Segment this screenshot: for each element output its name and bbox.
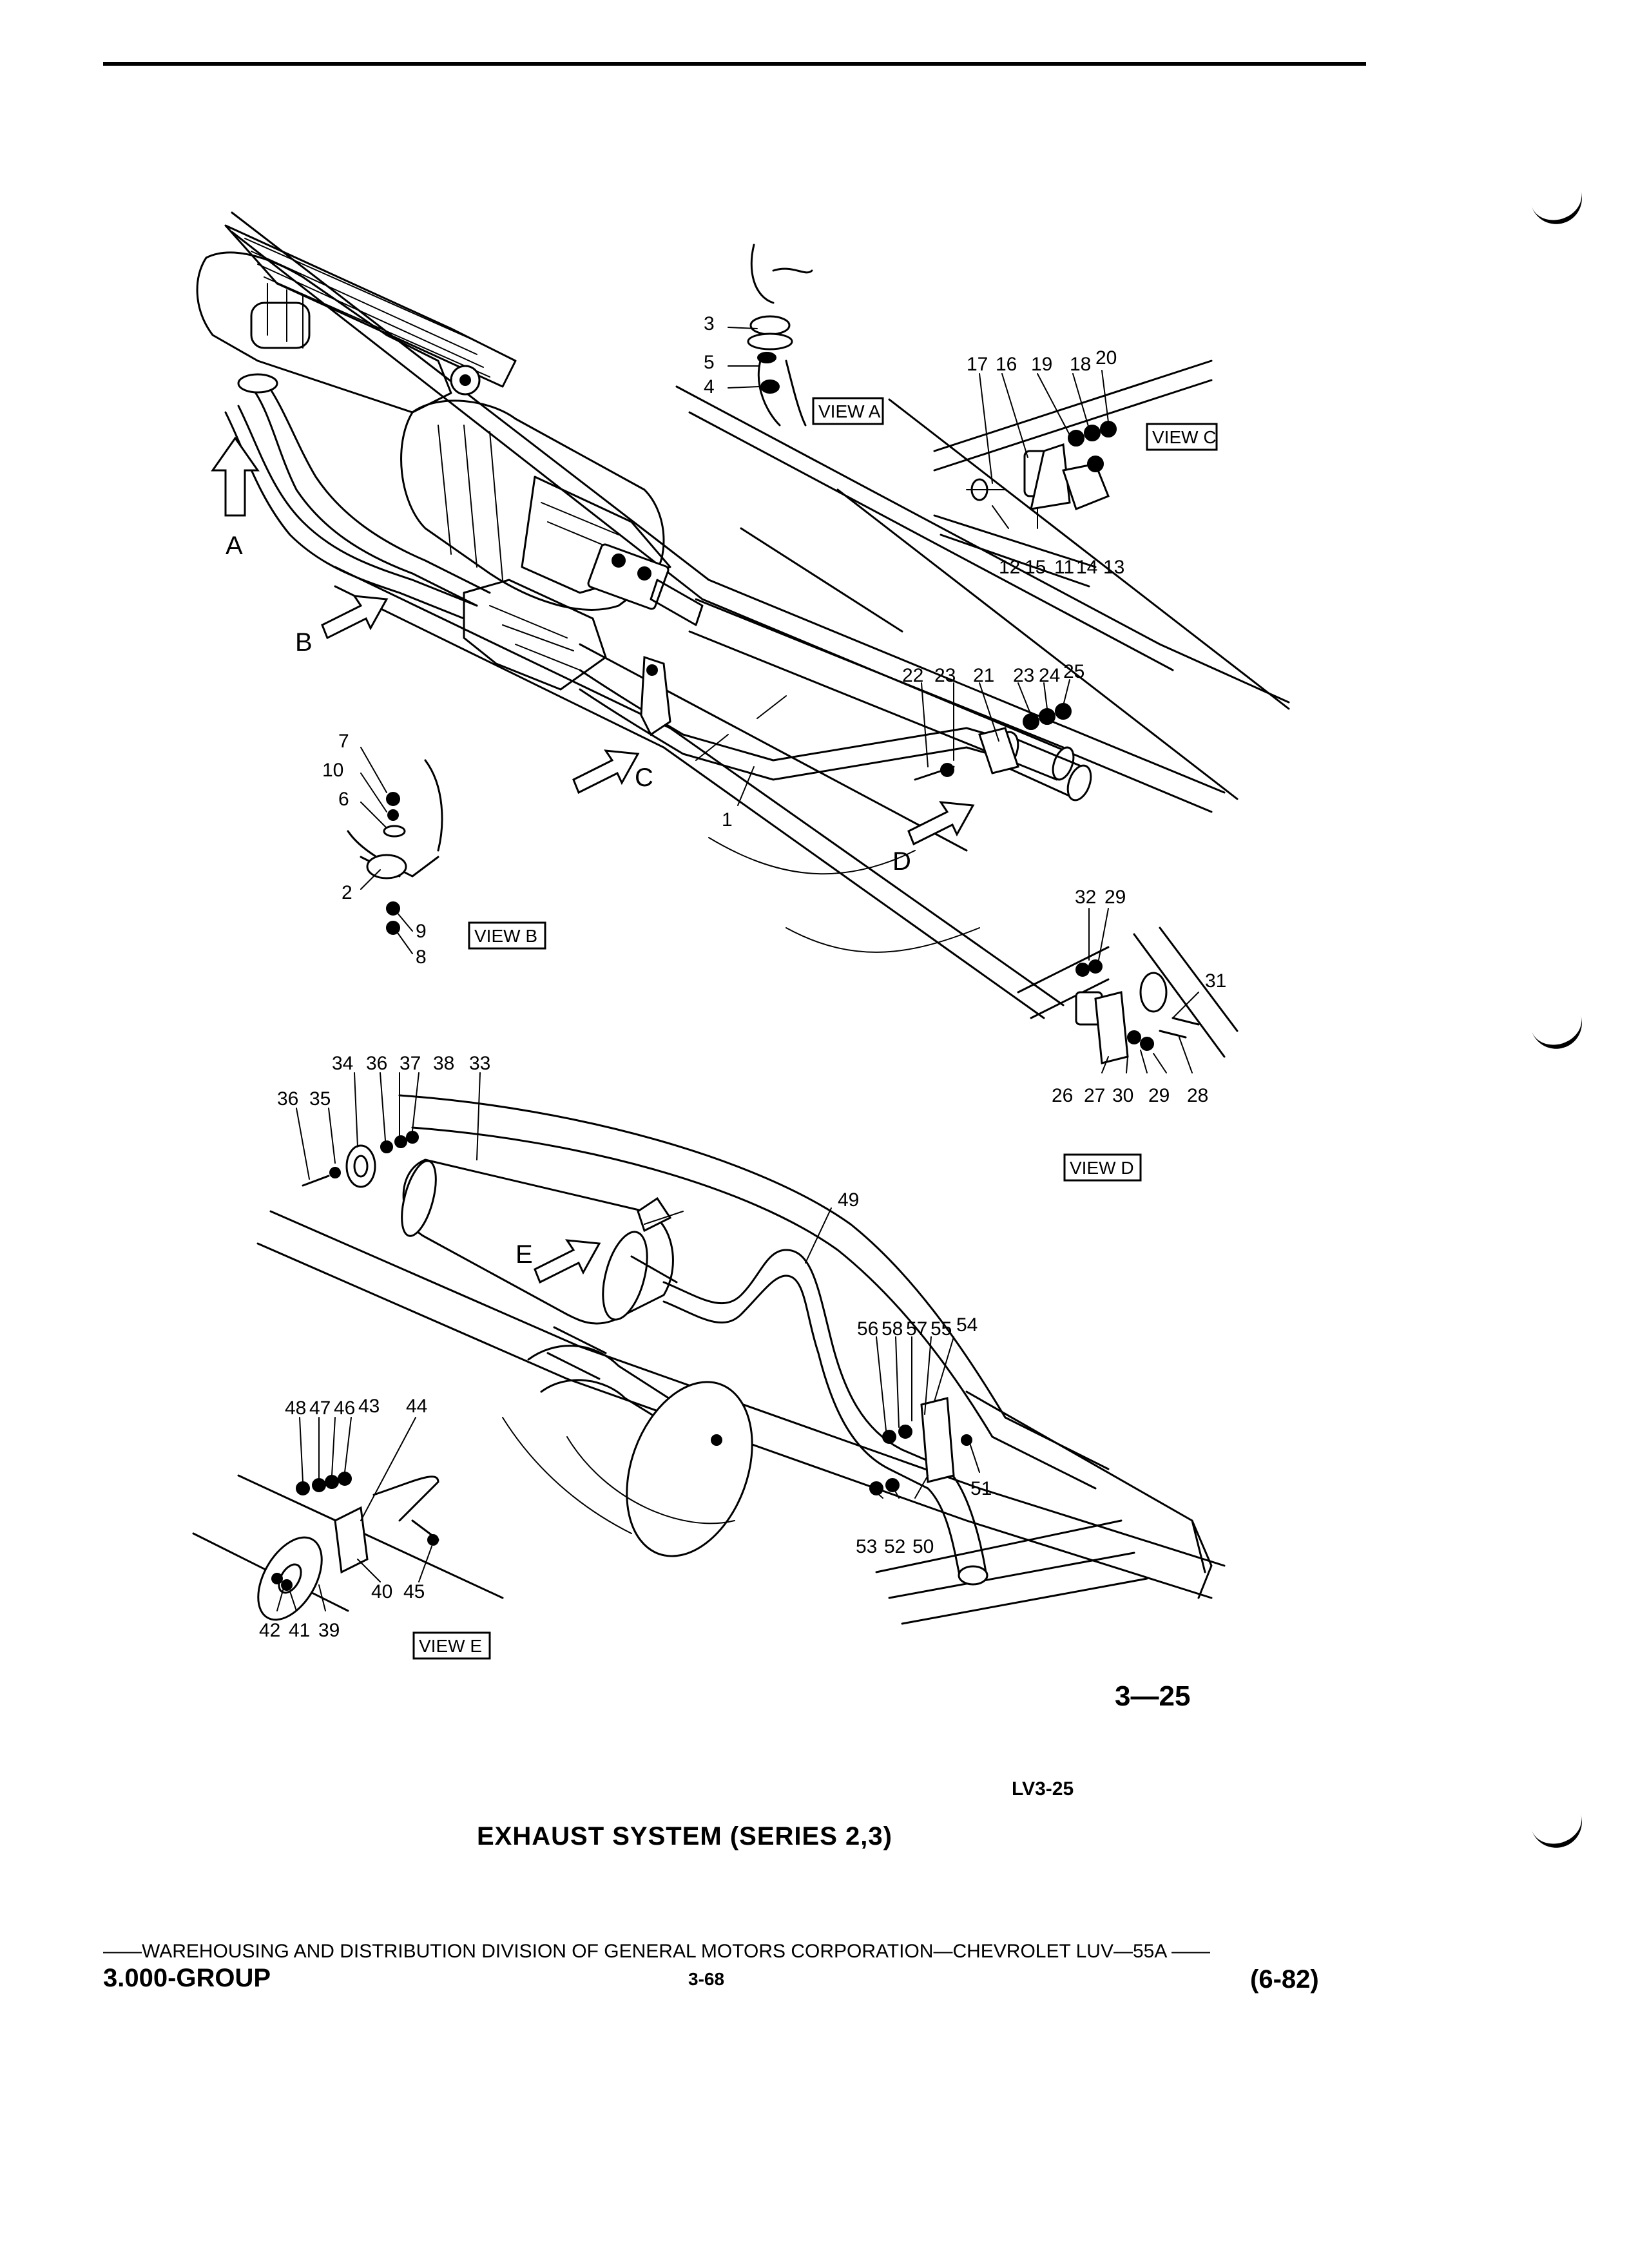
svg-text:24: 24 [1039, 665, 1060, 686]
svg-text:22: 22 [902, 665, 923, 686]
svg-text:10: 10 [322, 760, 343, 781]
svg-text:44: 44 [406, 1396, 427, 1417]
svg-text:2: 2 [342, 882, 352, 903]
svg-text:34: 34 [332, 1053, 353, 1074]
svg-text:16: 16 [996, 354, 1017, 375]
view-e-inset: 48 47 46 43 44 40 45 42 41 39 VIEW E [192, 1396, 504, 1660]
svg-text:45: 45 [403, 1581, 425, 1602]
svg-text:18: 18 [1070, 354, 1091, 375]
svg-text:4: 4 [704, 376, 715, 398]
svg-text:VIEW A: VIEW A [818, 401, 881, 421]
svg-text:19: 19 [1031, 354, 1052, 375]
svg-text:55: 55 [930, 1318, 952, 1340]
svg-text:VIEW E: VIEW E [419, 1636, 482, 1656]
svg-text:46: 46 [334, 1398, 355, 1419]
svg-text:40: 40 [371, 1581, 392, 1602]
svg-text:14: 14 [1076, 557, 1097, 578]
svg-text:42: 42 [259, 1620, 280, 1641]
svg-text:23: 23 [934, 665, 956, 686]
svg-text:49: 49 [838, 1189, 859, 1211]
svg-text:36: 36 [277, 1088, 298, 1110]
muffler-flange: 36 35 34 36 37 38 33 [277, 1053, 490, 1188]
footer-date: (6-82) [1250, 1965, 1319, 1994]
svg-text:E: E [516, 1240, 533, 1269]
view-arrow-e: E [516, 1239, 601, 1284]
view-a-inset: 3 5 4 VIEW A [704, 244, 884, 427]
svg-text:23: 23 [1013, 665, 1034, 686]
svg-text:47: 47 [309, 1398, 331, 1419]
svg-text:51: 51 [970, 1478, 992, 1499]
view-d-inset: 32 29 31 26 27 30 29 28 VIEW D [1017, 887, 1239, 1182]
svg-text:58: 58 [882, 1318, 903, 1340]
top-rule [103, 62, 1366, 66]
svg-text:29: 29 [1104, 887, 1126, 908]
svg-text:VIEW B: VIEW B [474, 926, 537, 946]
transmission [400, 399, 1075, 781]
svg-text:52: 52 [884, 1536, 905, 1557]
tailpipe: 49 56 58 57 55 54 51 53 52 50 [662, 1189, 992, 1586]
footer-group: 3.000-GROUP [103, 1964, 271, 1992]
svg-text:29: 29 [1148, 1085, 1170, 1106]
svg-text:B: B [295, 628, 313, 657]
svg-text:32: 32 [1075, 887, 1096, 908]
svg-text:1: 1 [722, 809, 733, 831]
svg-text:33: 33 [469, 1053, 490, 1074]
svg-text:7: 7 [338, 731, 349, 752]
svg-text:36: 36 [366, 1053, 387, 1074]
svg-text:VIEW C: VIEW C [1152, 427, 1217, 447]
svg-text:D: D [892, 847, 911, 876]
muffler [401, 1158, 684, 1325]
svg-text:53: 53 [856, 1536, 877, 1557]
view-c-inset: 17 16 19 18 20 12 15 11 14 13 VIEW C [933, 347, 1218, 588]
footer-division-line: ——WAREHOUSING AND DISTRIBUTION DIVISION … [103, 1941, 1211, 1962]
svg-text:15: 15 [1025, 557, 1046, 578]
svg-text:17: 17 [967, 354, 988, 375]
frame-rails-lower [256, 1094, 1226, 1625]
svg-text:39: 39 [318, 1620, 340, 1641]
svg-text:C: C [635, 764, 653, 792]
svg-text:13: 13 [1103, 557, 1124, 578]
svg-text:35: 35 [309, 1088, 331, 1110]
tail-pipe-clamp: 22 23 21 23 24 25 1 [722, 661, 1084, 831]
svg-text:9: 9 [416, 921, 427, 942]
figure-caption: EXHAUST SYSTEM (SERIES 2,3) [477, 1822, 892, 1850]
svg-text:56: 56 [857, 1318, 878, 1340]
svg-text:38: 38 [433, 1053, 454, 1074]
svg-text:5: 5 [704, 352, 715, 373]
svg-text:20: 20 [1095, 347, 1117, 369]
svg-text:54: 54 [956, 1314, 978, 1336]
figure-ref-code: LV3-25 [1012, 1778, 1074, 1800]
svg-text:3: 3 [704, 313, 715, 334]
svg-text:11: 11 [1054, 557, 1074, 578]
svg-text:31: 31 [1205, 970, 1226, 992]
svg-text:28: 28 [1187, 1085, 1208, 1106]
engine-block [196, 224, 517, 414]
footer-page-number: 3-68 [688, 1969, 725, 1989]
svg-text:48: 48 [285, 1398, 306, 1419]
svg-text:50: 50 [912, 1536, 934, 1557]
svg-text:43: 43 [358, 1396, 380, 1417]
svg-text:57: 57 [906, 1318, 927, 1340]
svg-text:21: 21 [973, 665, 994, 686]
svg-text:30: 30 [1112, 1085, 1133, 1106]
svg-text:25: 25 [1063, 661, 1084, 682]
svg-text:26: 26 [1052, 1085, 1073, 1106]
svg-text:27: 27 [1084, 1085, 1105, 1106]
svg-text:12: 12 [999, 557, 1020, 578]
svg-text:8: 8 [416, 947, 427, 968]
view-b-inset: 7 10 6 2 9 8 VIEW B [322, 731, 546, 968]
svg-text:37: 37 [400, 1053, 421, 1074]
svg-text:A: A [226, 532, 243, 560]
view-arrows-upper: A B C D [211, 436, 975, 876]
svg-text:VIEW D: VIEW D [1070, 1158, 1134, 1178]
svg-text:41: 41 [289, 1620, 310, 1641]
svg-text:6: 6 [338, 789, 349, 810]
figure-number: 3—25 [1115, 1680, 1191, 1712]
